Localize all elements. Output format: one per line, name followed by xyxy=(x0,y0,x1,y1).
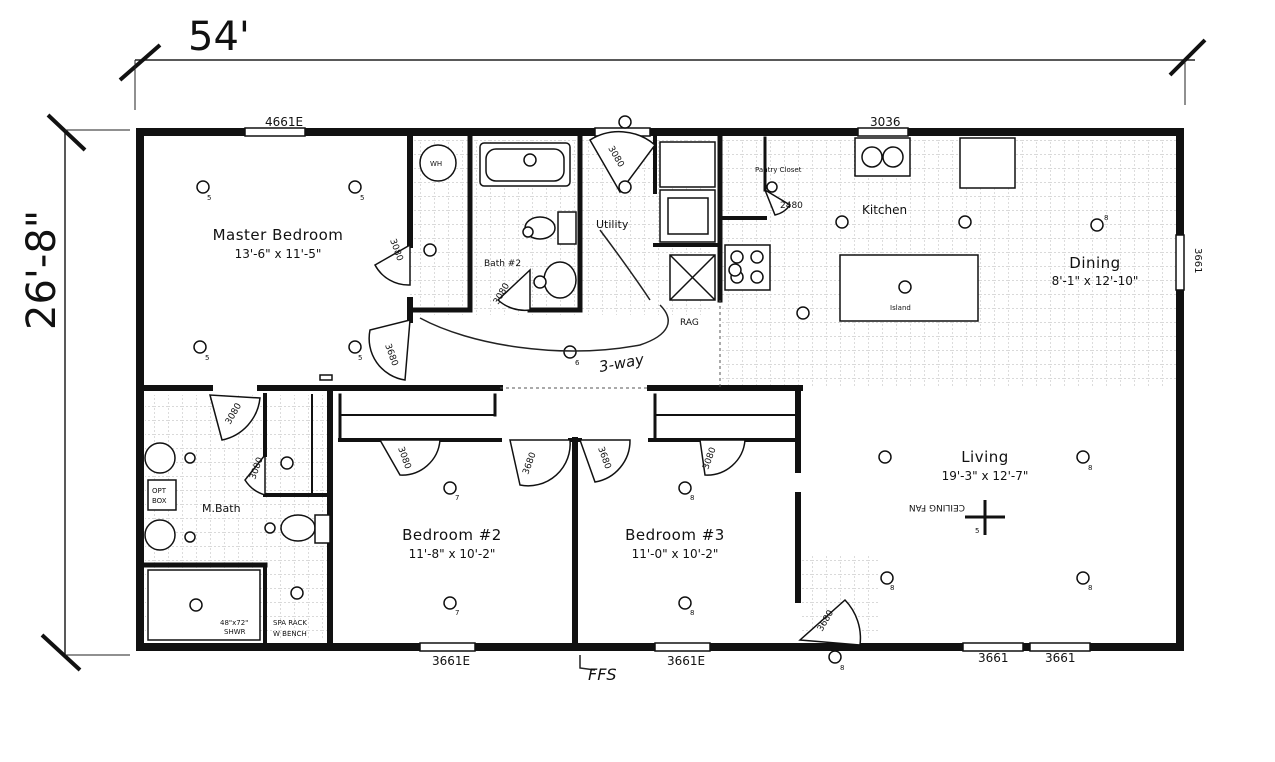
bedroom3-name: Bedroom #3 xyxy=(625,526,725,544)
window-living-bottom-1: 3661 xyxy=(978,651,1009,665)
mark-5: 5 xyxy=(205,354,209,362)
mark-5: 5 xyxy=(358,354,362,362)
window-master-top: 4661E xyxy=(265,115,303,129)
box-label: BOX xyxy=(152,497,167,505)
opt-label: OPT xyxy=(152,487,167,495)
master-bedroom-size: 13'-6" x 11'-5" xyxy=(235,247,322,261)
pantry-name: Pantry Closet xyxy=(755,166,802,174)
door-swings xyxy=(209,130,862,646)
window-dining-side: 3661 xyxy=(1192,248,1203,273)
bedroom2-name: Bedroom #2 xyxy=(402,526,502,544)
mark-5: 5 xyxy=(975,527,979,535)
kitchen-name: Kitchen xyxy=(862,203,907,217)
mark-7: 7 xyxy=(455,494,459,502)
window-kitchen-top: 3036 xyxy=(870,115,901,129)
width-dimension: 54' xyxy=(118,14,1207,110)
width-label: 54' xyxy=(188,14,250,60)
ceiling-fan-icon xyxy=(965,500,1005,535)
wh-label: WH xyxy=(430,160,442,168)
mark-8: 8 xyxy=(1088,464,1092,472)
mark-8: 8 xyxy=(690,494,694,502)
ffs-note: FFS xyxy=(588,665,617,684)
shower-size-label: 48"x72" xyxy=(220,619,248,627)
window-bedroom2-bottom: 3661E xyxy=(432,654,470,668)
mark-7: 7 xyxy=(455,609,459,617)
island-name: Island xyxy=(890,304,911,312)
ceiling-fan-label: CEILING FAN xyxy=(909,502,965,512)
bath2-name: Bath #2 xyxy=(484,259,521,269)
dining-name: Dining xyxy=(1069,254,1120,272)
light-fixtures xyxy=(184,115,1104,664)
mark-8: 8 xyxy=(1104,214,1108,222)
door-pantry: 2480 xyxy=(780,201,803,211)
master-bath-name: M.Bath xyxy=(202,502,241,515)
bedroom3-size: 11'-0" x 10'-2" xyxy=(632,547,719,561)
depth-dimension: 26'-8" xyxy=(19,113,130,672)
shower-label: SHWR xyxy=(224,628,246,636)
bedroom2-size: 11'-8" x 10'-2" xyxy=(409,547,496,561)
mark-8: 8 xyxy=(1088,584,1092,592)
dining-size: 8'-1" x 12'-10" xyxy=(1052,274,1139,288)
window-living-bottom-2: 3661 xyxy=(1045,651,1076,665)
mark-8: 8 xyxy=(690,609,694,617)
master-bedroom-name: Master Bedroom xyxy=(213,226,344,244)
depth-label: 26'-8" xyxy=(19,210,65,330)
plumbing-fixtures xyxy=(144,137,1016,641)
opening-lines xyxy=(500,300,721,389)
spa-rack-label: SPA RACK xyxy=(273,619,307,627)
mark-8: 8 xyxy=(840,664,844,672)
living-size: 19'-3" x 12'-7" xyxy=(942,469,1029,483)
three-way-note: 3-way xyxy=(598,350,647,376)
mark-6: 6 xyxy=(575,359,580,367)
mark-8: 8 xyxy=(890,584,894,592)
mark-5: 5 xyxy=(207,194,211,202)
bench-label: W BENCH xyxy=(273,630,307,638)
living-name: Living xyxy=(961,448,1009,466)
window-bedroom3-bottom: 3661E xyxy=(667,654,705,668)
rag-label: RAG xyxy=(680,318,699,328)
room-labels: Master Bedroom 13'-6" x 11'-5" Bath #2 U… xyxy=(202,166,1138,561)
mark-5: 5 xyxy=(360,194,364,202)
utility-name: Utility xyxy=(596,218,629,231)
